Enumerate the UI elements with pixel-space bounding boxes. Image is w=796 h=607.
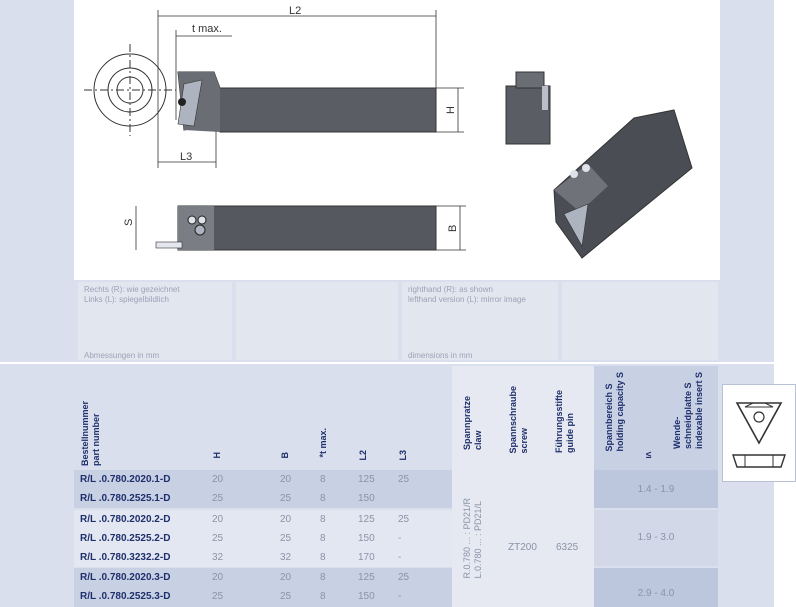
label-tmax: t max. bbox=[192, 23, 222, 35]
header-b: B bbox=[280, 452, 290, 459]
note-en-line2: lefthand version (L): mirror image bbox=[408, 295, 526, 304]
right-margin bbox=[774, 0, 796, 607]
divider bbox=[0, 362, 774, 364]
header-l3: L3 bbox=[398, 450, 408, 461]
left-margin bbox=[0, 0, 74, 607]
screw-value: ZT200 bbox=[508, 542, 537, 553]
note-en-dim: dimensions in mm bbox=[408, 351, 473, 360]
label-l3: L3 bbox=[180, 151, 192, 163]
range-3: 2.9 - 4.0 bbox=[594, 568, 718, 607]
range-2: 1.9 - 3.0 bbox=[594, 510, 718, 566]
range-column: 1.4 - 1.9 1.9 - 3.0 2.9 - 4.0 bbox=[594, 470, 718, 607]
tool-holder-drawing: L2 t max. L3 H B S bbox=[84, 5, 693, 259]
header-h: H bbox=[212, 452, 222, 459]
technical-drawing: L2 t max. L3 H B S bbox=[74, 0, 720, 280]
label-b: B bbox=[447, 225, 459, 232]
header-range-sym: ≤ bbox=[646, 450, 652, 461]
right-band bbox=[720, 0, 774, 362]
note-en: righthand (R): as shown lefthand version… bbox=[402, 282, 558, 360]
pin-value: 6325 bbox=[556, 542, 579, 553]
note-en-line1: righthand (R): as shown bbox=[408, 285, 493, 294]
header-tmax: *t max. bbox=[318, 428, 328, 458]
range-1: 1.4 - 1.9 bbox=[594, 470, 718, 508]
note-de-line2: Links (L): spiegelbildlich bbox=[84, 295, 169, 304]
note-blank-2 bbox=[562, 282, 718, 360]
insert-icon-box bbox=[722, 384, 796, 482]
note-blank-1 bbox=[236, 282, 398, 360]
label-l2: L2 bbox=[289, 5, 301, 17]
note-de-dim: Abmessungen in mm bbox=[84, 351, 160, 360]
header-l2: L2 bbox=[358, 450, 368, 461]
insert-icon bbox=[732, 402, 786, 468]
note-de-line1: Rechts (R): wie gezeichnet bbox=[84, 285, 180, 294]
note-de: Rechts (R): wie gezeichnet Links (L): sp… bbox=[78, 282, 232, 360]
label-s: S bbox=[123, 219, 135, 226]
label-h: H bbox=[445, 106, 457, 114]
